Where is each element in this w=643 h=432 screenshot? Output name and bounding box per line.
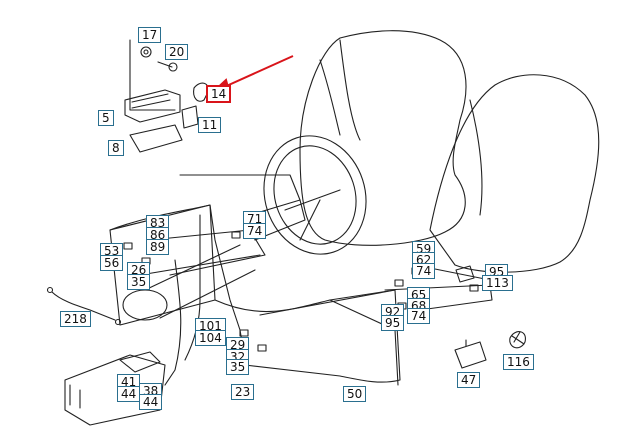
cover-8 xyxy=(129,124,183,153)
callout-113: 113 xyxy=(482,275,513,291)
screw-20 xyxy=(157,61,173,68)
callout-104: 104 xyxy=(195,330,226,346)
callout-56: 56 xyxy=(100,255,124,271)
callout-89: 89 xyxy=(146,239,170,255)
callout-95-lower: 95 xyxy=(381,315,405,331)
right-seat-outline xyxy=(429,74,600,273)
callout-35: 35 xyxy=(127,274,151,290)
steering-wheel xyxy=(263,135,367,255)
nut-17 xyxy=(140,46,152,58)
column-tube xyxy=(122,289,168,321)
cable-218 xyxy=(51,291,116,321)
callout-20: 20 xyxy=(165,44,189,60)
callout-14: 14 xyxy=(206,85,232,103)
callout-74: 74 xyxy=(243,223,267,239)
callout-74-right: 74 xyxy=(412,263,436,279)
clip-116 xyxy=(509,331,526,349)
callout-44: 44 xyxy=(117,386,141,402)
callout-17: 17 xyxy=(138,27,162,43)
switch-5 xyxy=(124,89,181,123)
callout-218: 218 xyxy=(60,311,91,327)
callout-8: 8 xyxy=(108,140,124,156)
callout-35-lower: 35 xyxy=(226,359,250,375)
callout-11: 11 xyxy=(198,117,222,133)
callout-44-lower: 44 xyxy=(139,394,163,410)
callout-74-lower: 74 xyxy=(407,308,431,324)
bracket-47 xyxy=(454,341,487,369)
callout-47: 47 xyxy=(457,372,481,388)
callout-5: 5 xyxy=(98,110,114,126)
callout-50: 50 xyxy=(343,386,367,402)
control-unit xyxy=(64,354,166,426)
mounting-bracket xyxy=(129,39,176,111)
part-95 xyxy=(455,265,475,283)
callout-116: 116 xyxy=(503,354,534,370)
callout-23: 23 xyxy=(231,384,255,400)
cap-11 xyxy=(181,105,199,129)
harness-main xyxy=(109,204,246,361)
highlight-arrow xyxy=(221,55,294,89)
